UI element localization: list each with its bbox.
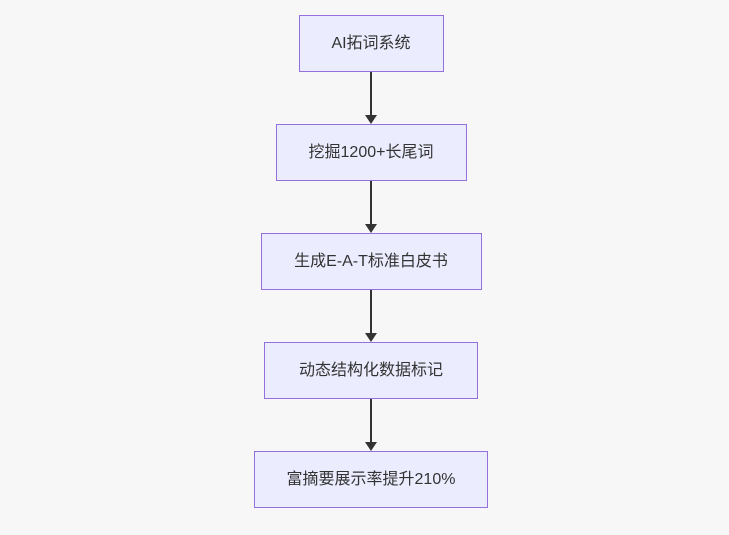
flow-node-label: 生成E-A-T标准白皮书 — [294, 252, 448, 270]
flow-node-rich-snippet-result: 富摘要展示率提升210% — [254, 451, 488, 508]
arrow-down-connector — [365, 181, 377, 233]
arrowhead-icon — [365, 442, 377, 451]
flow-node-longtail-mining: 挖掘1200+长尾词 — [275, 124, 467, 181]
flow-node-structured-data-markup: 动态结构化数据标记 — [264, 342, 478, 399]
flowchart: AI拓词系统 挖掘1200+长尾词 生成E-A-T标准白皮书 动态结构化数据标记 — [254, 15, 488, 508]
arrowhead-icon — [365, 115, 377, 124]
flow-node-label: 富摘要展示率提升210% — [286, 470, 456, 488]
arrowhead-icon — [365, 224, 377, 233]
flow-node-ai-word-expansion: AI拓词系统 — [298, 15, 444, 72]
arrowhead-icon — [365, 333, 377, 342]
flow-node-eat-whitepaper: 生成E-A-T标准白皮书 — [260, 233, 482, 290]
flow-node-label: 挖掘1200+长尾词 — [308, 143, 434, 161]
arrow-shaft — [370, 290, 372, 335]
arrow-shaft — [370, 181, 372, 226]
arrow-shaft — [370, 399, 372, 444]
arrow-shaft — [370, 72, 372, 117]
flow-node-label: AI拓词系统 — [331, 34, 411, 52]
arrow-down-connector — [365, 290, 377, 342]
flow-node-label: 动态结构化数据标记 — [298, 361, 443, 379]
arrow-down-connector — [365, 72, 377, 124]
arrow-down-connector — [365, 399, 377, 451]
